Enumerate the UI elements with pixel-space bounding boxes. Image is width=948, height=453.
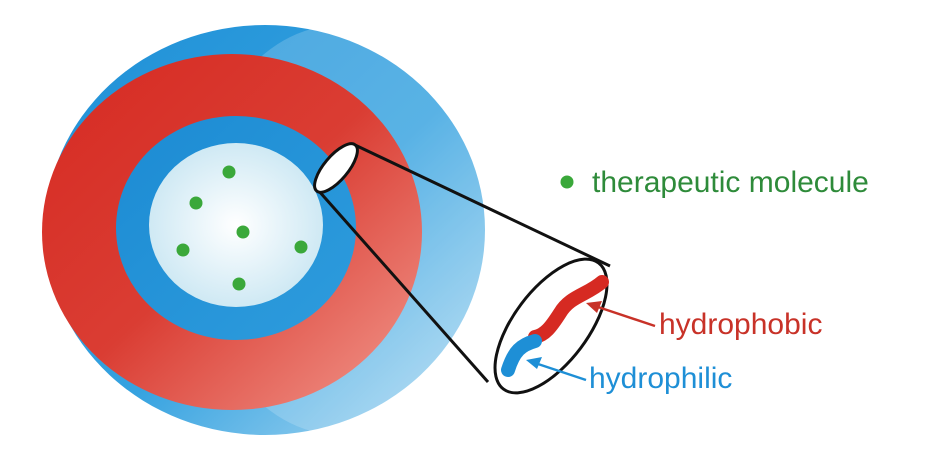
hydrophilic-segment xyxy=(501,334,542,377)
legend-label: therapeutic molecule xyxy=(592,166,869,199)
hydrophobic-label: hydrophobic xyxy=(659,308,822,341)
hydrophilic-arrow xyxy=(526,357,587,382)
cone-edge-bottom xyxy=(316,189,490,383)
cone-small-end xyxy=(313,142,359,194)
molecule-dot xyxy=(236,225,250,239)
molecule-dot xyxy=(294,240,308,254)
hydrophilic-label: hydrophilic xyxy=(589,362,732,395)
core-molecules xyxy=(176,165,308,291)
molecule-dot xyxy=(232,277,246,291)
hydrophobic-arrow xyxy=(586,301,656,328)
molecule-dot xyxy=(222,165,236,179)
liposome-icon xyxy=(42,25,488,435)
molecule-dot xyxy=(189,196,203,210)
bilayer-segment-icon xyxy=(501,275,609,377)
aqueous-core xyxy=(149,143,323,307)
molecule-dot xyxy=(176,243,190,257)
legend-dot-icon xyxy=(560,175,574,189)
hydrophobic-segment xyxy=(528,275,609,344)
cone-edge-top xyxy=(354,143,611,268)
